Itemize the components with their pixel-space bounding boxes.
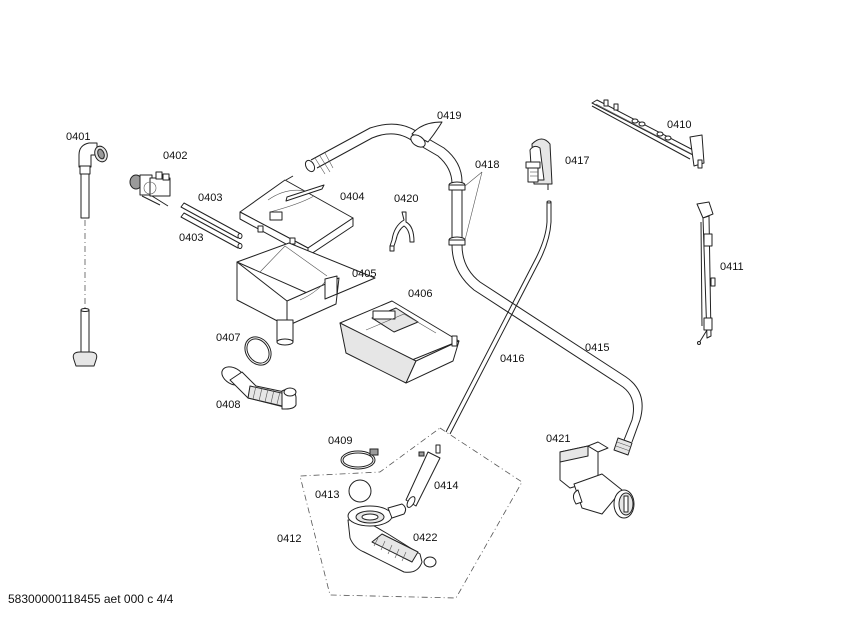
label-0416: 0416 (500, 353, 524, 365)
label-0414: 0414 (434, 480, 458, 492)
part-0416-pressure-hose[interactable] (445, 200, 552, 435)
part-0407-seal-ring[interactable] (240, 332, 277, 370)
label-0421: 0421 (546, 433, 570, 445)
part-0401-inlet-hose[interactable] (72, 142, 109, 367)
label-0403b: 0403 (179, 232, 203, 244)
label-0417: 0417 (565, 155, 589, 167)
label-0420: 0420 (394, 193, 418, 205)
part-0415-drain-hose[interactable] (451, 244, 643, 456)
part-0414-tube[interactable] (405, 444, 441, 509)
part-0405-housing[interactable] (236, 242, 376, 346)
part-0409-clamp[interactable] (340, 448, 379, 470)
label-0409: 0409 (328, 435, 352, 447)
part-0413-ball[interactable] (348, 479, 372, 503)
label-0422: 0422 (413, 532, 437, 544)
part-0422-sump-hose[interactable] (347, 503, 437, 573)
label-0410: 0410 (667, 119, 691, 131)
part-0412-sump-group[interactable] (299, 427, 523, 599)
label-0401: 0401 (66, 131, 90, 143)
part-0408-bellows-hose[interactable] (219, 363, 297, 410)
part-0410-rail[interactable] (591, 99, 705, 169)
part-0420-fork[interactable] (389, 211, 415, 252)
label-0418: 0418 (475, 159, 499, 171)
part-0411-side-rail[interactable] (696, 201, 716, 345)
label-0408: 0408 (216, 399, 240, 411)
label-0413: 0413 (315, 489, 339, 501)
part-0418-clips[interactable] (448, 171, 483, 246)
label-0403a: 0403 (198, 192, 222, 204)
part-0421-drain-pump[interactable] (559, 441, 635, 519)
document-id-footer: 58300000118455 aet 000 c 4/4 (8, 592, 174, 606)
label-0407: 0407 (216, 332, 240, 344)
part-0403-rods[interactable] (180, 202, 243, 249)
label-0412: 0412 (277, 533, 301, 545)
labels: 0401 0402 0403 0403 0404 0405 0406 0407 … (66, 110, 744, 545)
label-0419: 0419 (437, 110, 461, 122)
part-hose-top[interactable] (304, 123, 463, 245)
label-0415: 0415 (585, 342, 609, 354)
part-0419-hose-holder[interactable] (409, 121, 443, 150)
part-0404-cover-frame[interactable] (239, 175, 354, 257)
part-0406-drawer[interactable] (339, 300, 460, 384)
label-0411: 0411 (720, 261, 744, 273)
label-0406: 0406 (408, 288, 432, 300)
label-0405: 0405 (352, 268, 376, 280)
label-0402: 0402 (163, 150, 187, 162)
part-0402-valve[interactable] (129, 171, 171, 207)
part-0417-pressure-switch[interactable] (525, 138, 553, 190)
label-0404: 0404 (340, 191, 364, 203)
